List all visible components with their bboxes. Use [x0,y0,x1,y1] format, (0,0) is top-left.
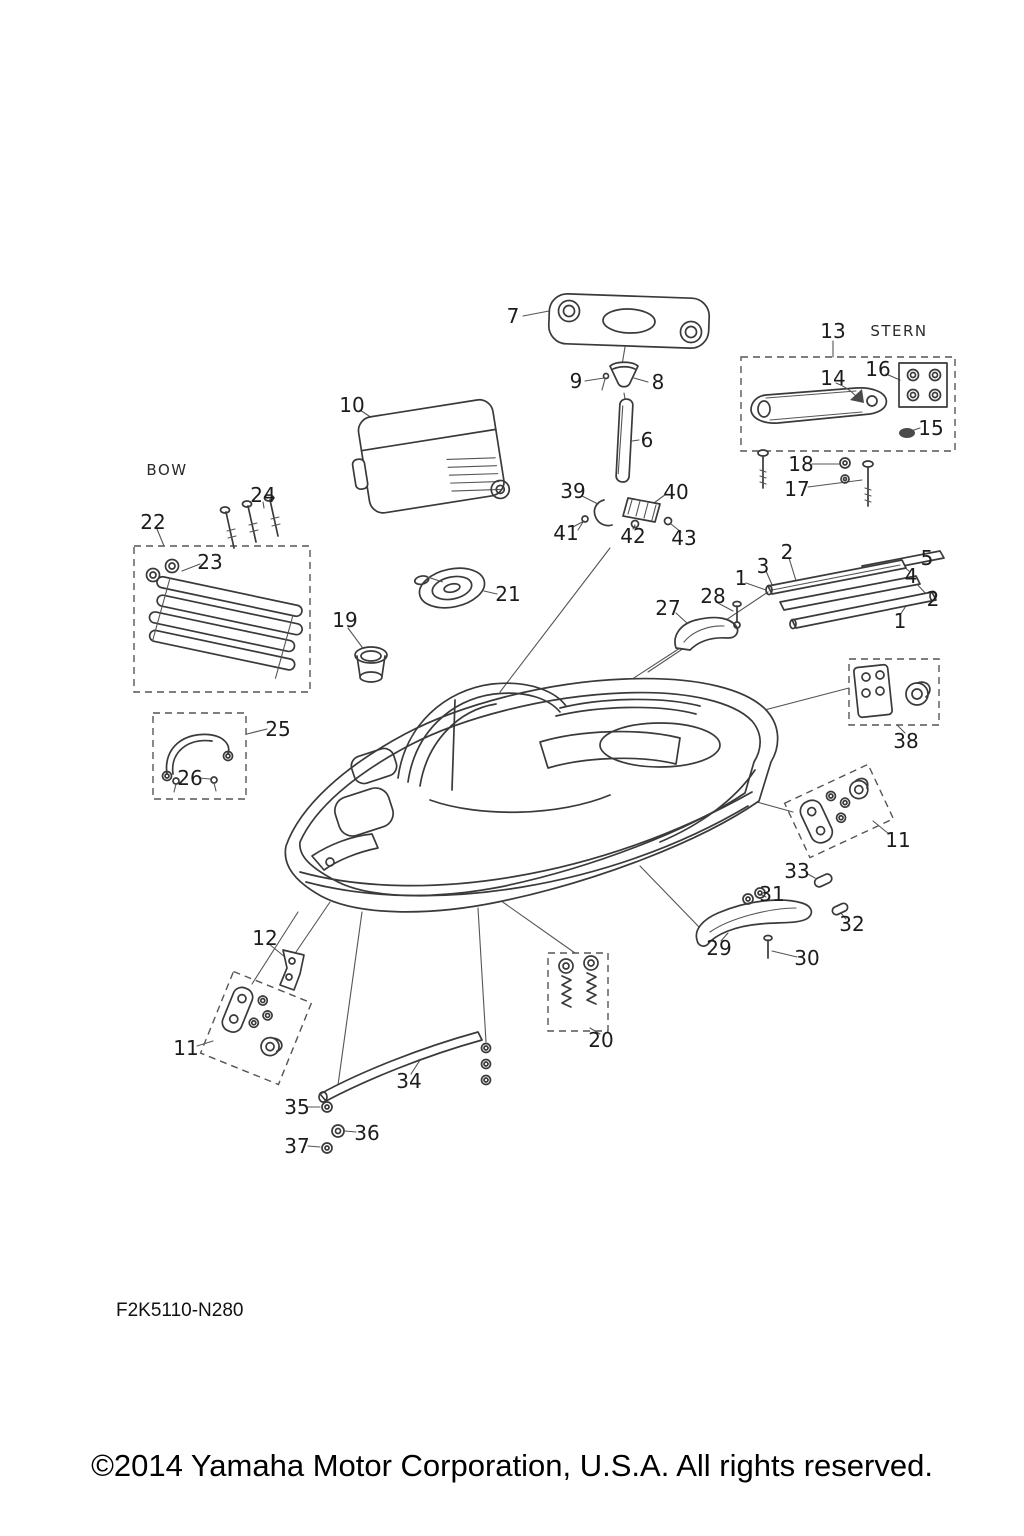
callout-15: 15 [918,416,944,440]
bow-label: BOW [146,461,188,479]
callout-22: 22 [140,510,166,534]
part-24-screws [219,494,281,549]
callout-36: 36 [354,1121,380,1145]
part-20-spring-group [547,952,609,1032]
callout-33: 33 [784,859,810,883]
part-1-rail [791,591,937,629]
part-code: F2K5110-N280 [116,1300,244,1321]
callout-9: 9 [569,369,583,393]
part-7-plate [547,292,711,350]
part-34-trim [318,1031,492,1103]
part-42-bolt [630,519,640,529]
part-9-screw [602,372,610,380]
part-33-pin [813,873,833,888]
cleat-group [695,873,849,959]
callout-14: 14 [820,366,846,390]
part-23-rack [148,575,303,679]
callout-24: 24 [250,483,276,507]
part-25-hose-group [152,712,247,800]
part-36-washer [331,1124,345,1138]
callout-6: 6 [640,428,654,452]
callout-30: 30 [794,946,820,970]
callout-40: 40 [663,480,689,504]
part-41-screw [581,515,589,523]
part-8-funnel [601,361,639,391]
callout-8: 8 [651,370,665,394]
callout-38: 38 [893,729,919,753]
part-12-bracket [279,949,305,991]
callout-5: 5 [920,546,934,570]
callout-16: 16 [865,357,891,381]
callout-1: 1 [893,609,907,633]
part-11-bracket-group-right [783,763,895,859]
part-31-washer [742,893,754,905]
callout-42: 42 [620,524,646,548]
part-21-flange [413,567,486,609]
callout-18: 18 [788,452,814,476]
callout-12: 12 [252,926,278,950]
part-11-bracket-group-left [199,970,313,1086]
pole-mount-hardware [577,497,673,531]
callout-7: 7 [506,304,520,328]
part-37-nut [321,1142,333,1154]
part-39-clamp [593,499,613,527]
part-2-rail-b [779,575,921,611]
callout-34: 34 [396,1069,422,1093]
rail-parts [765,550,945,630]
callout-41: 41 [553,521,579,545]
callout-10: 10 [339,393,365,417]
part-15-cap [899,428,915,438]
part-16-grommet-kit [898,362,948,408]
callout-25: 25 [265,717,291,741]
callout-43: 43 [671,526,697,550]
bow-rack-group [133,494,311,693]
callout-2: 2 [926,587,940,611]
callout-31: 31 [759,882,785,906]
callout-28: 28 [700,584,726,608]
callout-13: 13 [820,319,846,343]
part-43-bolt [663,516,673,526]
callout-23: 23 [197,550,223,574]
callout-37: 37 [284,1134,310,1158]
part-29-cleat [695,899,813,947]
part-27-hook [674,600,742,651]
callout-11: 11 [173,1036,199,1060]
callout-19: 19 [332,608,358,632]
callout-4: 4 [904,564,918,588]
stern-hardware-group [740,356,956,507]
callout-2: 2 [780,540,794,564]
callout-32: 32 [839,912,865,936]
part-14-arrow [835,382,857,397]
part-40-bracket [622,497,661,523]
callout-20: 20 [588,1028,614,1052]
part-32-pin [831,902,849,916]
callout-27: 27 [655,596,681,620]
callout-17: 17 [784,477,810,501]
callout-35: 35 [284,1095,310,1119]
callout-1: 1 [734,566,748,590]
callout-26: 26 [177,766,203,790]
part-35-nut [321,1101,333,1113]
callout-21: 21 [495,582,521,606]
callout-39: 39 [560,479,586,503]
part-10-cooler [351,398,511,514]
part-6-pole [615,398,634,483]
callout-11: 11 [885,828,911,852]
callout-29: 29 [706,936,732,960]
part-38-bracket-group [848,658,940,726]
part-19-cup [354,646,388,683]
stern-label: STERN [870,322,928,340]
callout-3: 3 [756,554,770,578]
part-13-bracket [750,387,888,424]
small-hardware-35-37 [321,1101,345,1154]
part-17-18-fasteners [757,449,874,507]
boat-hull [284,677,779,913]
copyright-text: ©2014 Yamaha Motor Corporation, U.S.A. A… [91,1448,933,1483]
